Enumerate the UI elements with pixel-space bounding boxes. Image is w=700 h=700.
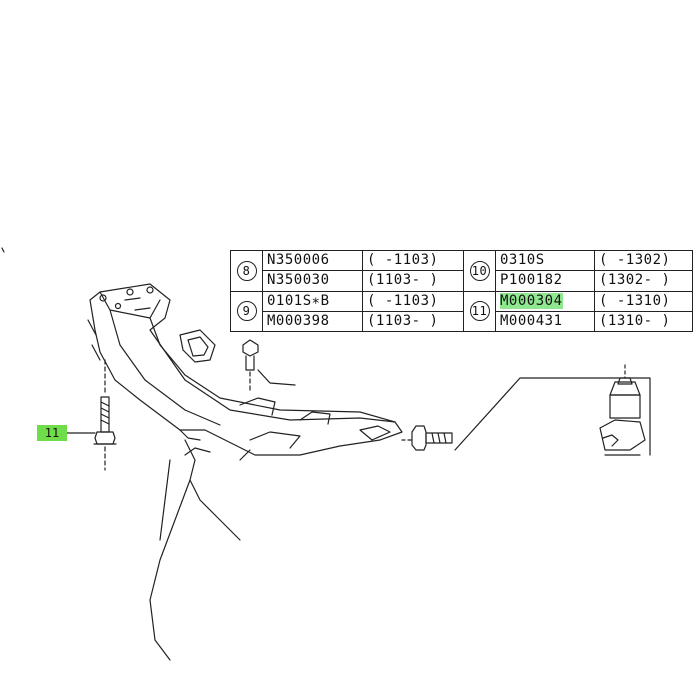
part-number: 0101S∗B — [262, 290, 363, 312]
part-number: M000398 — [262, 310, 363, 333]
date-range: ( -1302) — [594, 249, 693, 272]
bracket-leader — [454, 377, 651, 456]
date-range: (1302- ) — [594, 270, 693, 292]
bolt-10 — [401, 425, 453, 451]
bushing — [599, 364, 646, 456]
part-number: M000431 — [495, 310, 595, 333]
table-row: N350030 (1103- ) P100182 (1302- ) — [231, 270, 693, 292]
ref-number: 10 — [469, 260, 490, 281]
ref-cell-9: 9 — [230, 290, 263, 332]
edge-mark — [1, 247, 5, 253]
part-number-highlighted: M000304 — [495, 290, 595, 312]
ref-cell-8: 8 — [230, 250, 263, 292]
parts-reference-table: 8 N350006 ( -1103) 10 0310S ( -1302) N35… — [230, 249, 693, 333]
date-range: ( -1103) — [362, 290, 464, 312]
ref-number: 9 — [236, 301, 257, 322]
highlighted-part: M000304 — [500, 292, 563, 309]
part-number: N350030 — [262, 270, 363, 292]
ref-cell-11: 11 — [463, 290, 496, 332]
date-range: (1310- ) — [594, 310, 693, 333]
table-row: M000398 (1103- ) M000431 (1310- ) — [231, 310, 693, 333]
date-range: ( -1310) — [594, 290, 693, 312]
ref-number: 11 — [469, 301, 490, 322]
date-range: ( -1103) — [362, 249, 464, 272]
crossmember-body — [87, 283, 403, 461]
date-range: (1103- ) — [362, 310, 464, 333]
bolt-11 — [66, 359, 117, 471]
part-number: 0310S — [495, 249, 595, 272]
bolt-callout-label: 11 — [37, 425, 67, 441]
lower-mount — [149, 439, 241, 661]
table-row: 8 N350006 ( -1103) 10 0310S ( -1302) — [230, 249, 693, 292]
date-range: (1103- ) — [362, 270, 464, 292]
ref-number: 8 — [236, 260, 257, 281]
bolt-9 — [242, 339, 296, 393]
part-number: N350006 — [262, 249, 363, 272]
ref-cell-10: 10 — [463, 250, 496, 292]
table-row: 9 0101S∗B ( -1103) 11 M000304 ( -1310) — [230, 290, 693, 332]
part-number: P100182 — [495, 270, 595, 292]
